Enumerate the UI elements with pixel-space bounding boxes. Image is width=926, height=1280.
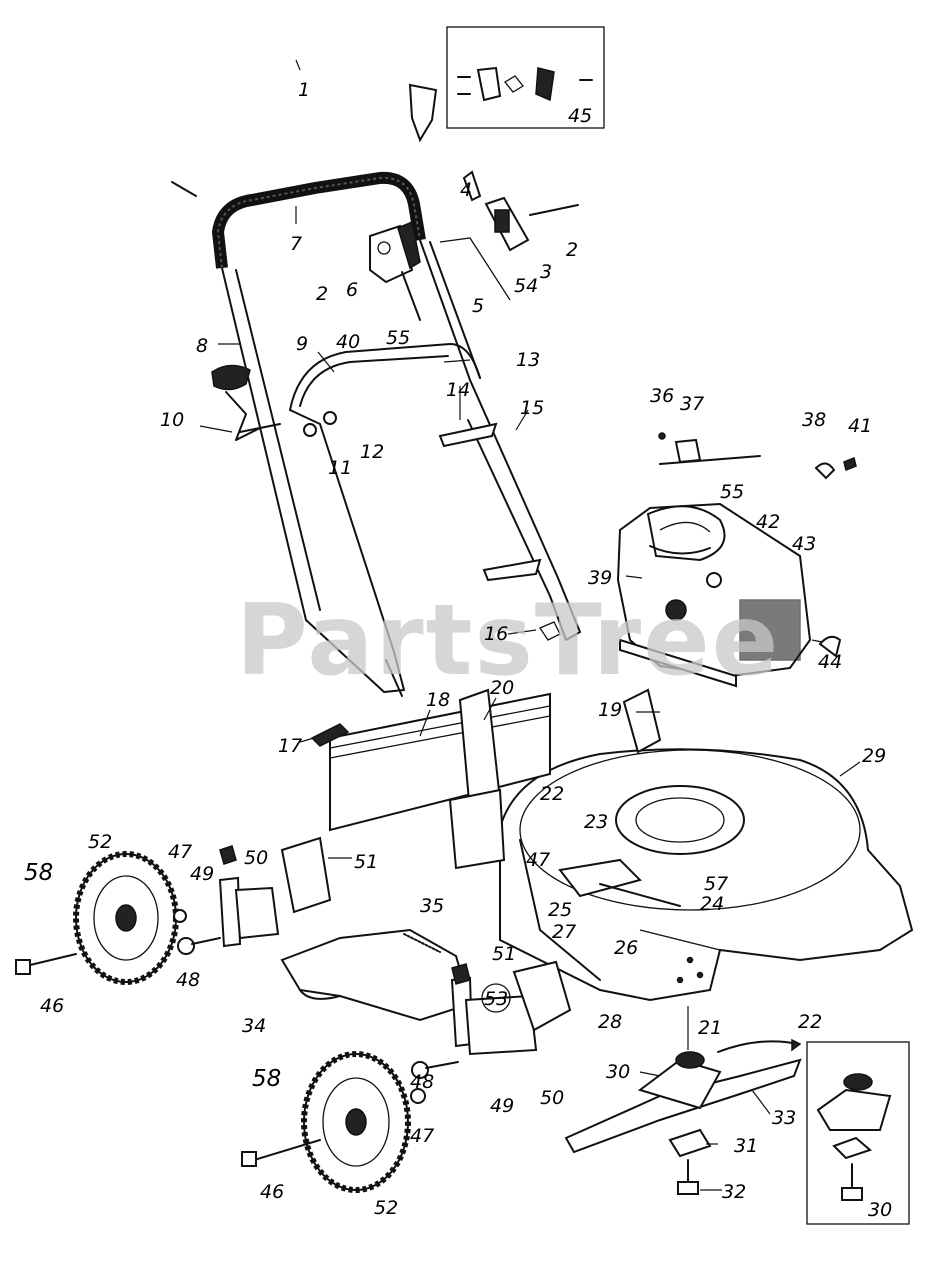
callout-19: 19 — [598, 699, 622, 721]
callout-53: 53 — [484, 988, 508, 1010]
callout-2-right: 2 — [566, 239, 578, 261]
callout-12: 12 — [360, 441, 384, 463]
watermark: PartsTree — [236, 584, 780, 698]
callout-44: 44 — [818, 651, 842, 673]
callout-46-rear: 46 — [260, 1181, 284, 1203]
callout-49-rear: 49 — [490, 1095, 514, 1117]
callout-47-front: 47 — [168, 841, 192, 863]
callout-40: 40 — [336, 331, 360, 353]
callout-1: 1 — [298, 79, 310, 101]
callout-32: 32 — [722, 1181, 746, 1203]
callout-50-rear: 50 — [540, 1087, 564, 1109]
callout-22-top: 22 — [540, 783, 564, 805]
callout-3: 3 — [540, 261, 552, 283]
callout-24: 24 — [700, 893, 724, 915]
callout-5: 5 — [472, 295, 484, 317]
part-callouts: 1 2 2 3 4 5 6 7 8 9 10 11 12 13 14 15 16… — [24, 79, 892, 1221]
callout-30-main: 30 — [606, 1061, 630, 1083]
callout-22-bottom: 22 — [798, 1011, 822, 1033]
callout-13: 13 — [516, 349, 540, 371]
callout-28: 28 — [598, 1011, 622, 1033]
callout-16: 16 — [484, 623, 508, 645]
upper-handle — [171, 34, 438, 197]
callout-35: 35 — [420, 895, 444, 917]
callout-38: 38 — [802, 409, 826, 431]
bail-bracket — [439, 170, 579, 301]
wheel-brackets — [218, 836, 572, 1056]
lower-handle — [221, 239, 581, 697]
engine — [616, 502, 812, 688]
throttle-control — [369, 220, 421, 321]
inset-30-box — [806, 1041, 910, 1225]
callout-31: 31 — [734, 1135, 758, 1157]
callout-55-top: 55 — [386, 327, 410, 349]
callout-49-front: 49 — [190, 863, 214, 885]
callout-27: 27 — [552, 921, 576, 943]
callout-57: 57 — [704, 873, 728, 895]
callout-51-front: 51 — [354, 851, 378, 873]
callout-11: 11 — [328, 457, 352, 479]
callout-7: 7 — [290, 233, 302, 255]
callout-41: 41 — [848, 415, 872, 437]
handle-grip — [211, 171, 426, 269]
callout-47-rear: 47 — [410, 1125, 434, 1147]
callout-50-front: 50 — [244, 847, 268, 869]
rear-flap — [310, 688, 662, 870]
callout-30-inset: 30 — [868, 1199, 892, 1221]
callout-42: 42 — [756, 511, 780, 533]
callout-29: 29 — [862, 745, 886, 767]
callout-48-front: 48 — [176, 969, 200, 991]
wheel-hardware — [173, 909, 459, 1104]
callout-58-rear: 58 — [252, 1066, 281, 1092]
callout-10: 10 — [160, 409, 184, 431]
callout-6: 6 — [346, 279, 358, 301]
callout-46-front: 46 — [40, 995, 64, 1017]
callout-4: 4 — [460, 179, 472, 201]
callout-47-deck: 47 — [526, 849, 550, 871]
callout-54: 54 — [514, 275, 538, 297]
callout-21: 21 — [698, 1017, 722, 1039]
callout-14: 14 — [446, 379, 470, 401]
cutting-blade — [564, 1038, 802, 1195]
callout-9: 9 — [296, 333, 308, 355]
callout-2-left: 2 — [316, 283, 328, 305]
callout-58-front: 58 — [24, 860, 53, 886]
callout-25: 25 — [548, 899, 572, 921]
cable-clips — [438, 422, 561, 641]
inset-45-box — [446, 26, 605, 129]
callout-26: 26 — [614, 937, 638, 959]
callout-43: 43 — [792, 533, 816, 555]
handle-knob — [211, 364, 337, 441]
callout-8: 8 — [196, 335, 208, 357]
callout-37: 37 — [680, 393, 704, 415]
callout-45: 45 — [568, 105, 592, 127]
callout-51-rear: 51 — [492, 943, 516, 965]
callout-18: 18 — [426, 689, 450, 711]
callout-15: 15 — [520, 397, 544, 419]
callout-55-engine: 55 — [720, 481, 744, 503]
callout-17: 17 — [278, 735, 302, 757]
callout-36: 36 — [650, 385, 674, 407]
callout-52-rear: 52 — [374, 1197, 398, 1219]
mower-deck — [499, 748, 914, 1002]
callout-23: 23 — [584, 811, 608, 833]
side-discharge-chute — [280, 928, 472, 1022]
rear-wheel — [241, 1051, 411, 1193]
leader-lines — [199, 59, 861, 1191]
callout-39: 39 — [588, 567, 612, 589]
callout-20: 20 — [490, 677, 514, 699]
callout-33: 33 — [772, 1107, 796, 1129]
callout-48-rear: 48 — [410, 1071, 434, 1093]
callout-34: 34 — [242, 1015, 266, 1037]
engine-linkage — [658, 432, 857, 658]
front-wheel — [15, 851, 179, 985]
callout-52-front: 52 — [88, 831, 112, 853]
